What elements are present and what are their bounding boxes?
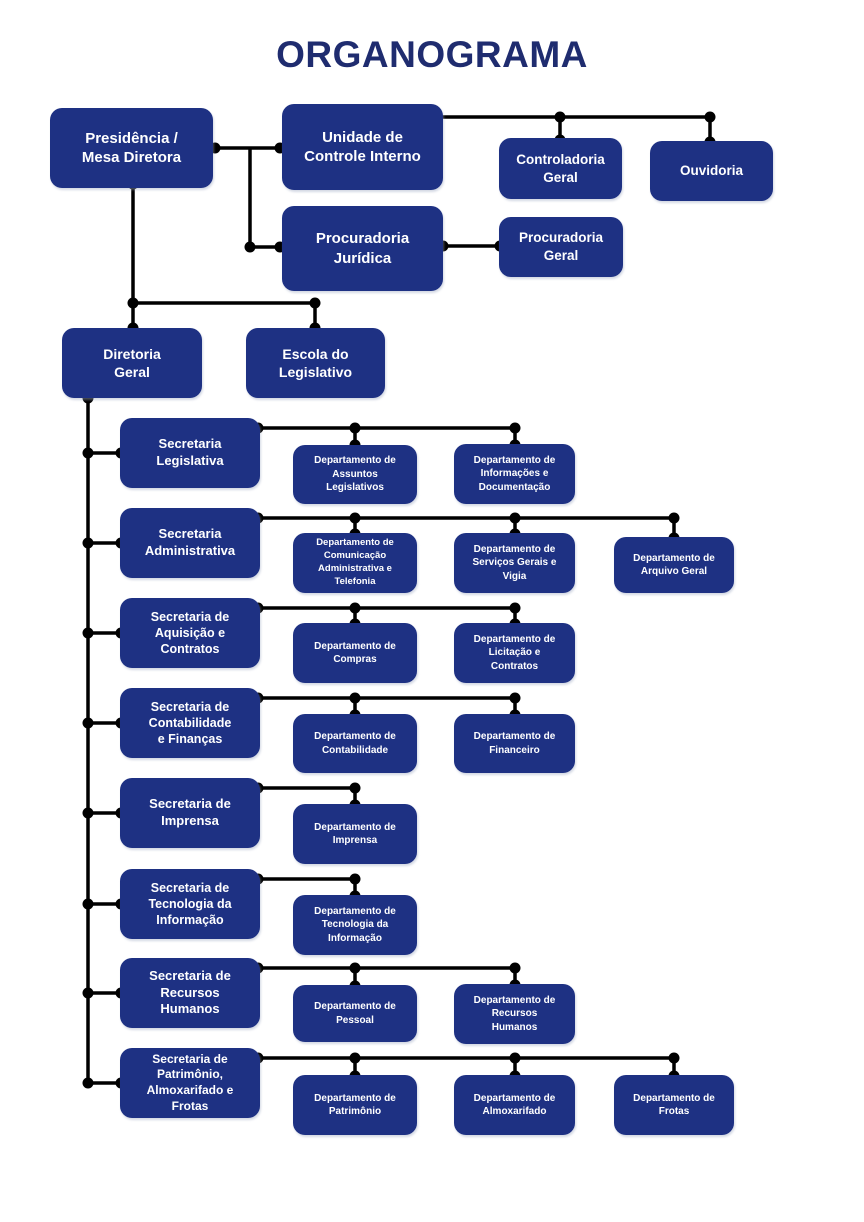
node-dep-financeiro: Departamento de Financeiro <box>454 714 575 773</box>
node-dep-assuntos-legislativos: Departamento de Assuntos Legislativos <box>293 445 417 504</box>
node-dep-imprensa: Departamento de Imprensa <box>293 804 417 864</box>
node-dep-comunicacao-administrativa-telefonia-label: Departamento de Comunicação Administrati… <box>316 537 394 587</box>
node-dep-arquivo-geral-label: Departamento de Arquivo Geral <box>633 552 715 578</box>
node-dep-imprensa-label: Departamento de Imprensa <box>314 821 396 847</box>
node-diretoria-geral-label: Diretoria Geral <box>103 345 161 380</box>
node-dep-patrimonio: Departamento de Patrimônio <box>293 1075 417 1135</box>
node-dep-patrimonio-label: Departamento de Patrimônio <box>314 1092 396 1118</box>
node-secretaria-administrativa: Secretaria Administrativa <box>120 508 260 578</box>
branch-sec-imprensa <box>258 786 357 805</box>
node-dep-informacoes-documentacao-label: Departamento de Informações e Documentaç… <box>473 454 556 493</box>
node-dep-tecnologia-informacao-label: Departamento de Tecnologia da Informação <box>314 905 396 944</box>
node-ouvidoria: Ouvidoria <box>650 141 773 201</box>
node-dep-compras-label: Departamento de Compras <box>314 640 396 666</box>
node-dep-compras: Departamento de Compras <box>293 623 417 683</box>
node-secretaria-legislativa: Secretaria Legislativa <box>120 418 260 488</box>
node-secretaria-aquisicao-contratos-label: Secretaria de Aquisição e Contratos <box>150 609 230 657</box>
node-unidade-controle-interno: Unidade de Controle Interno <box>282 104 443 190</box>
branch-sec-administrativa <box>258 516 676 538</box>
node-controladoria-geral: Controladoria Geral <box>499 138 622 199</box>
node-secretaria-tecnologia-informacao-label: Secretaria de Tecnologia da Informação <box>148 880 232 928</box>
node-dep-licitacao-contratos-label: Departamento de Licitação e Contratos <box>473 633 556 672</box>
node-secretaria-contabilidade-financas-label: Secretaria de Contabilidade e Finanças <box>148 699 232 747</box>
node-secretaria-legislativa-label: Secretaria Legislativa <box>156 436 224 468</box>
node-presidencia-label: Presidência / Mesa Diretora <box>81 129 182 167</box>
edge-presidencia-procuradoria <box>248 148 282 249</box>
branch-sec-patrimonio <box>258 1056 676 1076</box>
node-dep-servicos-gerais-vigia: Departamento de Serviços Gerais e Vigia <box>454 533 575 593</box>
node-secretaria-imprensa: Secretaria de Imprensa <box>120 778 260 848</box>
node-dep-pessoal-label: Departamento de Pessoal <box>314 1001 396 1026</box>
node-presidencia: Presidência / Mesa Diretora <box>50 108 213 188</box>
node-controladoria-geral-label: Controladoria Geral <box>516 151 605 185</box>
node-escola-legislativo-label: Escola do Legislativo <box>278 345 353 380</box>
node-dep-arquivo-geral: Departamento de Arquivo Geral <box>614 537 734 593</box>
node-dep-financeiro-label: Departamento de Financeiro <box>473 731 556 756</box>
branch-sec-aquisicao <box>258 606 517 624</box>
page-title: ORGANOGRAMA <box>276 34 588 75</box>
node-secretaria-contabilidade-financas: Secretaria de Contabilidade e Finanças <box>120 688 260 758</box>
node-dep-licitacao-contratos: Departamento de Licitação e Contratos <box>454 623 575 683</box>
node-secretaria-recursos-humanos: Secretaria de Recursos Humanos <box>120 958 260 1028</box>
node-dep-recursos-humanos-label: Departamento de Recursos Humanos <box>473 994 556 1033</box>
node-secretaria-aquisicao-contratos: Secretaria de Aquisição e Contratos <box>120 598 260 668</box>
branch-sec-contabilidade <box>258 696 517 715</box>
node-dep-contabilidade-label: Departamento de Contabilidade <box>314 731 396 756</box>
node-secretaria-recursos-humanos-label: Secretaria de Recursos Humanos <box>149 967 231 1017</box>
node-unidade-controle-interno-label: Unidade de Controle Interno <box>304 128 421 166</box>
node-secretaria-tecnologia-informacao: Secretaria de Tecnologia da Informação <box>120 869 260 939</box>
node-dep-almoxarifado: Departamento de Almoxarifado <box>454 1075 575 1135</box>
node-procuradoria-geral: Procuradoria Geral <box>499 217 623 277</box>
node-dep-tecnologia-informacao: Departamento de Tecnologia da Informação <box>293 895 417 955</box>
node-dep-recursos-humanos: Departamento de Recursos Humanos <box>454 984 575 1044</box>
node-secretaria-patrimonio-almoxarifado-frotas-label: Secretaria de Patrimônio, Almoxarifado e… <box>146 1051 234 1113</box>
branch-sec-tecnologia <box>258 877 357 896</box>
node-dep-frotas: Departamento de Frotas <box>614 1075 734 1135</box>
node-dep-comunicacao-administrativa-telefonia: Departamento de Comunicação Administrati… <box>293 533 417 593</box>
node-escola-legislativo: Escola do Legislativo <box>246 328 385 398</box>
stubs-secretarias <box>88 451 121 1085</box>
node-dep-pessoal: Departamento de Pessoal <box>293 985 417 1042</box>
node-secretaria-administrativa-label: Secretaria Administrativa <box>144 526 236 558</box>
node-dep-servicos-gerais-vigia-label: Departamento de Serviços Gerais e Vigia <box>472 543 557 582</box>
node-secretaria-patrimonio-almoxarifado-frotas: Secretaria de Patrimônio, Almoxarifado e… <box>120 1048 260 1118</box>
node-dep-almoxarifado-label: Departamento de Almoxarifado <box>473 1092 556 1118</box>
node-procuradoria-juridica-label: Procuradoria Jurídica <box>315 230 410 267</box>
node-dep-contabilidade: Departamento de Contabilidade <box>293 714 417 773</box>
node-secretaria-imprensa-label: Secretaria de Imprensa <box>149 796 231 828</box>
node-diretoria-geral: Diretoria Geral <box>62 328 202 398</box>
node-procuradoria-juridica: Procuradoria Jurídica <box>282 206 443 291</box>
node-dep-frotas-label: Departamento de Frotas <box>633 1092 715 1118</box>
node-procuradoria-geral-label: Procuradoria Geral <box>518 230 604 263</box>
node-ouvidoria-label: Ouvidoria <box>679 163 743 179</box>
node-dep-informacoes-documentacao: Departamento de Informações e Documentaç… <box>454 444 575 504</box>
node-dep-assuntos-legislativos-label: Departamento de Assuntos Legislativos <box>314 455 396 494</box>
branch-sec-legislativa <box>258 426 517 445</box>
